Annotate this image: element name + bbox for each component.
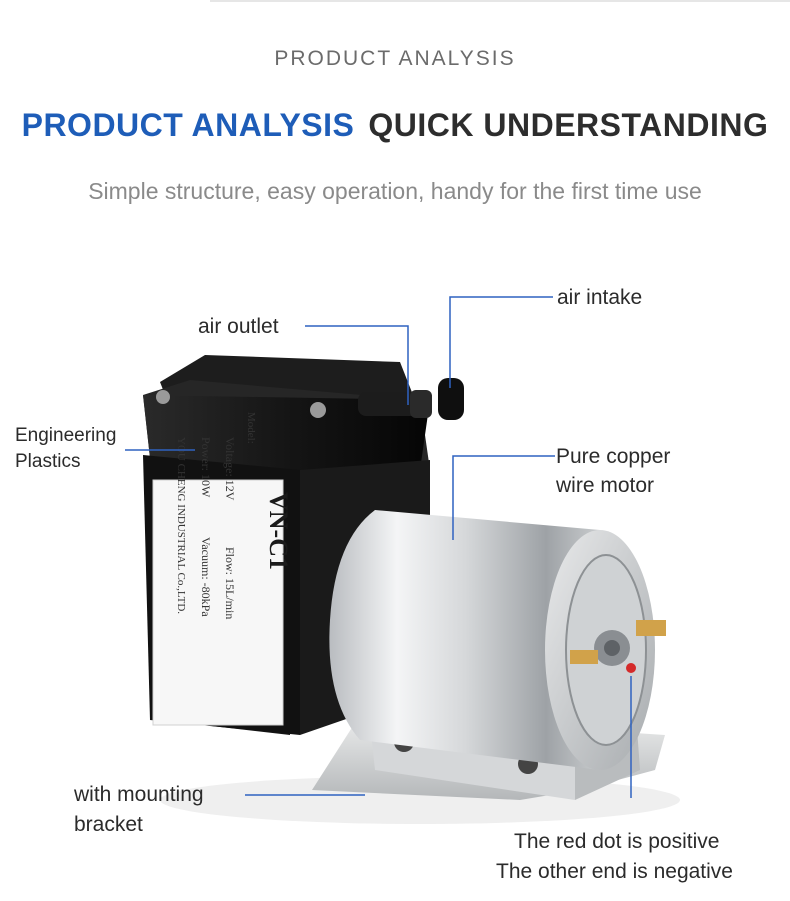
nameplate-model: VN-C1 <box>264 492 293 570</box>
label-polarity-2: The other end is negative <box>496 860 733 883</box>
red-dot-icon <box>626 663 636 673</box>
label-engineering-2: Plastics <box>15 451 81 472</box>
title-blue: PRODUCT ANALYSIS <box>21 107 355 143</box>
nameplate-voltage: Voltage: 12V <box>223 437 237 501</box>
line-air-intake <box>449 296 553 388</box>
nameplate-vacuum: Vacuum: -80kPa <box>199 537 213 617</box>
page-subtitle: Simple structure, easy operation, handy … <box>88 178 702 204</box>
label-polarity-1: The red dot is positive <box>514 830 720 853</box>
line-motor <box>452 455 555 540</box>
nozzles <box>358 378 464 420</box>
page-title: PRODUCT ANALYSIS QUICK UNDERSTANDING <box>0 107 790 144</box>
terminal-icon <box>636 620 666 636</box>
label-motor-1: Pure copper <box>556 445 671 468</box>
callout-lines <box>125 296 632 798</box>
nameplate <box>152 479 284 726</box>
section-kicker: PRODUCT ANALYSIS <box>274 47 516 70</box>
screw-icon <box>310 402 326 418</box>
label-engineering-1: Engineering <box>15 425 117 446</box>
label-bracket-2: bracket <box>74 813 143 836</box>
title-dark: QUICK UNDERSTANDING <box>368 107 769 143</box>
line-air-outlet <box>305 325 409 405</box>
motor <box>329 510 666 770</box>
nameplate-model-label: Model: <box>245 412 257 444</box>
label-air-outlet: air outlet <box>198 315 279 338</box>
top-divider <box>210 0 790 2</box>
nameplate-flow: Flow: 15L/min <box>223 547 237 619</box>
screw-icon <box>156 390 170 404</box>
nameplate-power: Power: 10W <box>199 437 213 498</box>
label-motor-2: wire motor <box>556 474 655 497</box>
label-bracket-1: with mounting <box>74 783 204 806</box>
label-air-intake: air intake <box>557 286 643 309</box>
nameplate-company: YOU CHENG INDUSTRIAL Co.,LTD. <box>175 437 187 614</box>
terminal-icon <box>570 650 598 664</box>
